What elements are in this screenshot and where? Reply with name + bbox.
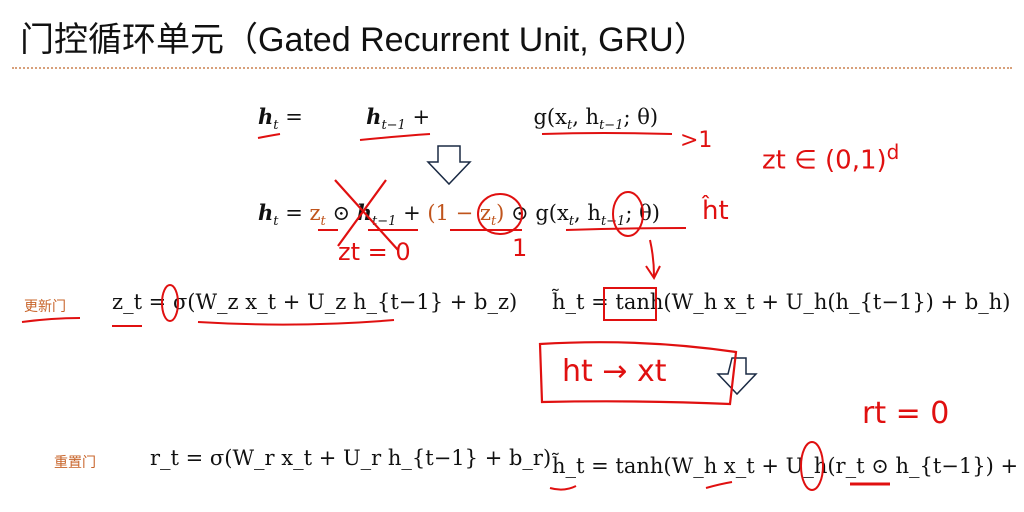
update-gate-label: 更新门 [24, 299, 66, 315]
cross-stroke [334, 179, 399, 251]
underline-stroke [21, 317, 81, 323]
underline-stroke [257, 133, 281, 139]
annotation-zt-range: zt ∈ (0,1)d [762, 140, 900, 176]
circle-stroke [612, 191, 644, 237]
circle-stroke [800, 441, 824, 491]
down-arrow-icon [716, 357, 758, 396]
circle-stroke [477, 193, 523, 235]
annotation-rt-zero: rt = 0 [862, 396, 950, 431]
candidate-state-equation-2: h̃_t = tanh(W_h x_t + U_h(r_t ⊙ h_{t−1})… [552, 454, 1024, 478]
slide-title: 门控循环单元（Gated Recurrent Unit, GRU） [20, 21, 708, 59]
annotation-ht-hat: ĥt [702, 196, 729, 226]
title-divider [12, 67, 1012, 69]
annotation-zt-zero: zt = 0 [338, 238, 411, 266]
circle-stroke [161, 284, 179, 322]
underline-stroke [197, 319, 395, 326]
underline-stroke [318, 227, 687, 231]
box-stroke [603, 287, 657, 321]
arrow-stroke [645, 239, 661, 280]
equation-residual: ht = ht−1 + g(xt, ht−1; θ) [258, 104, 659, 134]
underline-stroke [705, 481, 733, 489]
underline-stroke [549, 485, 577, 491]
reset-gate-label: 重置门 [54, 455, 96, 471]
reset-gate-equation: r_t = σ(W_r x_t + U_r h_{t−1} + b_r) [150, 446, 552, 470]
box-stroke [538, 341, 738, 406]
equation-gated: ht = zt ⊙ ht−1 + (1 − zt) ⊙ g(xt, ht−1; … [258, 200, 660, 230]
down-arrow-icon [426, 145, 472, 186]
update-gate-equation: z_t = σ(W_z x_t + U_z h_{t−1} + b_z) [112, 290, 518, 314]
annotation-gt1: >1 [680, 128, 713, 153]
candidate-state-equation-1: h̃_t = tanh(W_h x_t + U_h(h_{t−1}) + b_h… [552, 290, 1011, 314]
underline-stroke [541, 132, 673, 135]
annotation-one: 1 [512, 234, 528, 262]
annotation-ht-to-xt: ht → xt [562, 354, 667, 389]
underline-stroke [359, 133, 431, 141]
